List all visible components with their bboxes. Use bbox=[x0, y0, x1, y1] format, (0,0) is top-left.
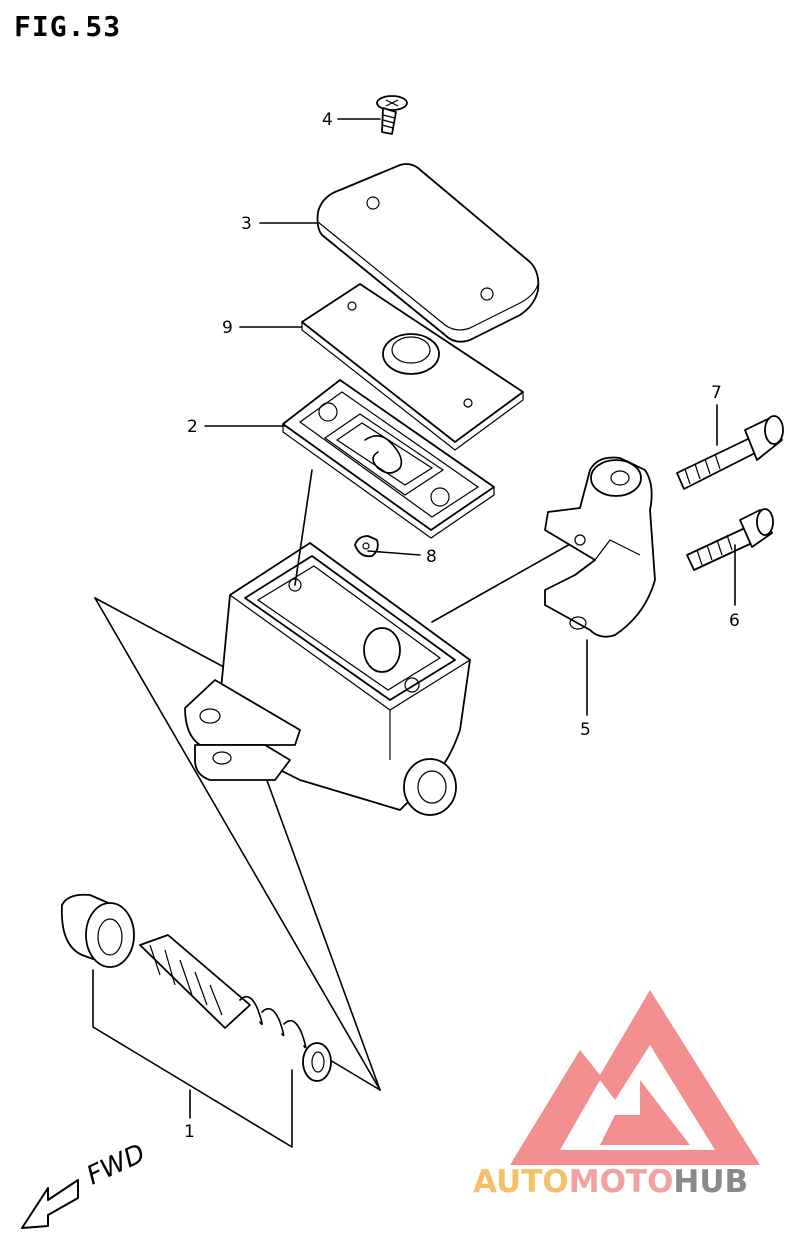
callout-label-2: 2 bbox=[187, 417, 198, 437]
watermark-logo-icon bbox=[510, 990, 760, 1165]
part-5-lever-bracket bbox=[544, 456, 656, 638]
callout-label-8: 8 bbox=[426, 547, 437, 567]
part-2-diaphragm bbox=[282, 379, 495, 539]
callout-label-4: 4 bbox=[322, 110, 333, 130]
part-1-kit-bracket bbox=[94, 597, 381, 1091]
watermark-text: AUTOMOTOHUB bbox=[473, 1164, 748, 1200]
part-3-cap bbox=[316, 163, 540, 343]
callout-label-3: 3 bbox=[241, 214, 252, 234]
alignment-line-clamp bbox=[431, 542, 573, 623]
watermark-part-moto: MOTO bbox=[569, 1164, 674, 1200]
callout-label-9: 9 bbox=[222, 318, 233, 338]
watermark-part-hub: HUB bbox=[673, 1164, 748, 1200]
part-1-piston-kit bbox=[60, 893, 332, 1082]
callout-label-1: 1 bbox=[184, 1122, 195, 1142]
part-1-kit-brace bbox=[92, 969, 293, 1148]
part-6-bolt bbox=[686, 508, 774, 571]
part-9-plate bbox=[301, 283, 524, 451]
watermark-part-auto: AUTO bbox=[473, 1164, 569, 1200]
figure-title: FIG.53 bbox=[14, 10, 122, 43]
alignment-line-diaphragm bbox=[294, 469, 313, 586]
part-7-bolt bbox=[676, 415, 784, 490]
master-cylinder-body bbox=[184, 542, 471, 816]
part-4-screw bbox=[376, 95, 408, 135]
callout-label-6: 6 bbox=[729, 611, 740, 631]
part-8-clip bbox=[354, 535, 379, 558]
callout-label-5: 5 bbox=[580, 720, 591, 740]
callout-leaders bbox=[189, 118, 736, 1119]
fwd-label: FWD bbox=[82, 1139, 150, 1192]
callout-label-7: 7 bbox=[711, 383, 722, 403]
forward-direction-arrow-icon bbox=[21, 1179, 79, 1229]
